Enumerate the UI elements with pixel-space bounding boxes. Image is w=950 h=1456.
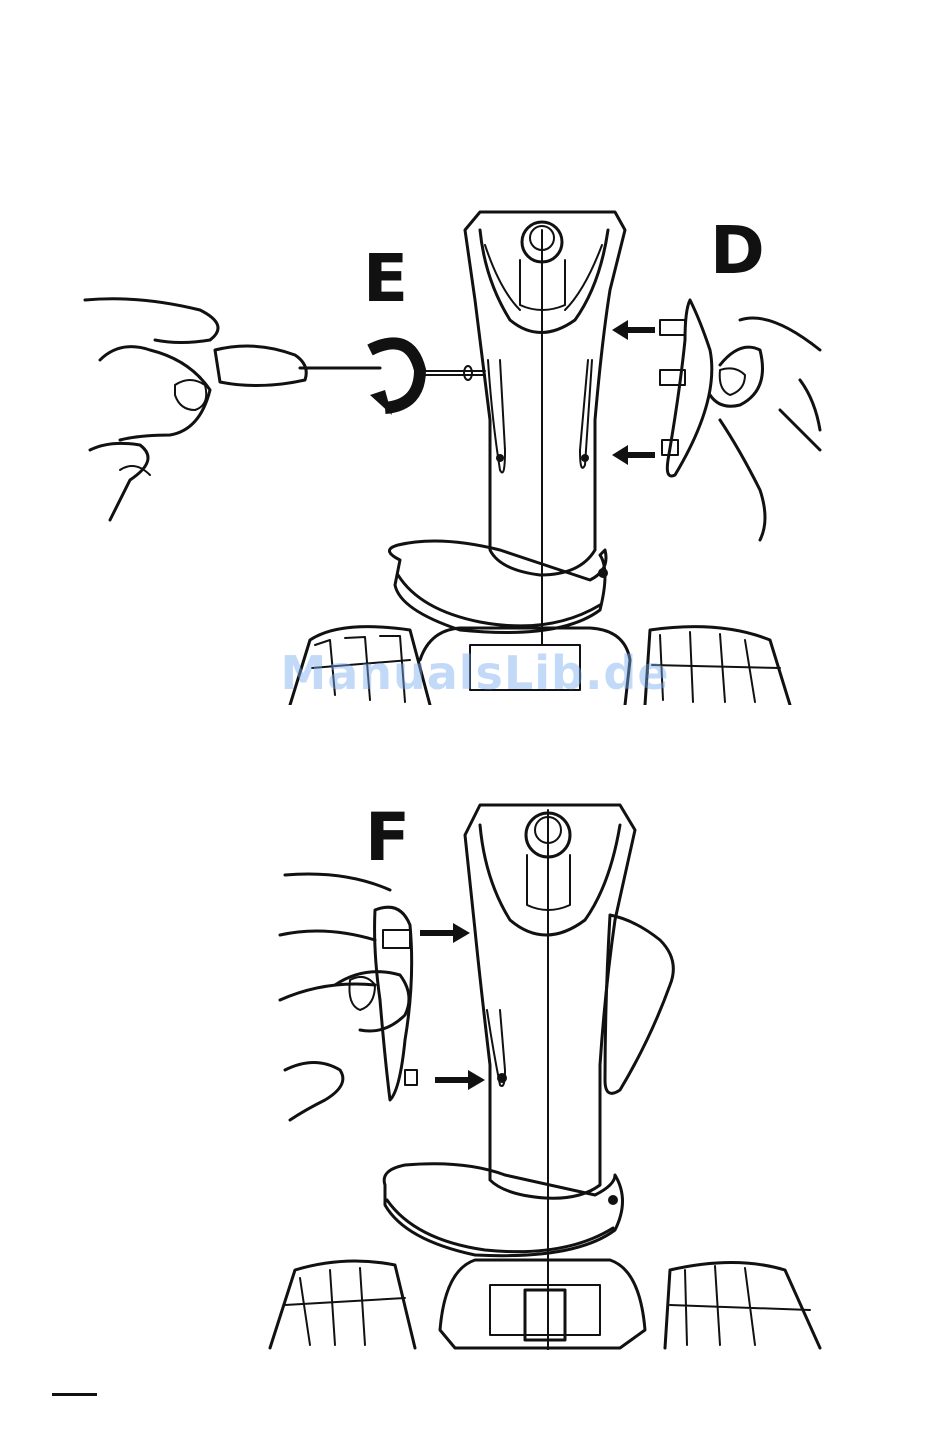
page-footer-rule xyxy=(52,1393,97,1396)
screwdriver-icon xyxy=(215,346,380,386)
hand-icon xyxy=(85,299,218,520)
hand-icon xyxy=(660,300,820,540)
hand-icon xyxy=(280,874,417,1120)
step-f-label: F xyxy=(365,805,410,871)
arrow-left-icon xyxy=(612,320,655,465)
step-e-label: E xyxy=(363,246,408,312)
figure-top-illustration: E D xyxy=(80,190,830,705)
rotate-counterclockwise-icon xyxy=(370,343,420,415)
joystick-icon xyxy=(265,800,825,1350)
watermark: ManualsLib.de xyxy=(0,646,950,700)
step-d-label: D xyxy=(710,218,765,284)
arrow-right-icon xyxy=(420,923,485,1090)
figure-bottom-illustration: F xyxy=(265,800,825,1350)
